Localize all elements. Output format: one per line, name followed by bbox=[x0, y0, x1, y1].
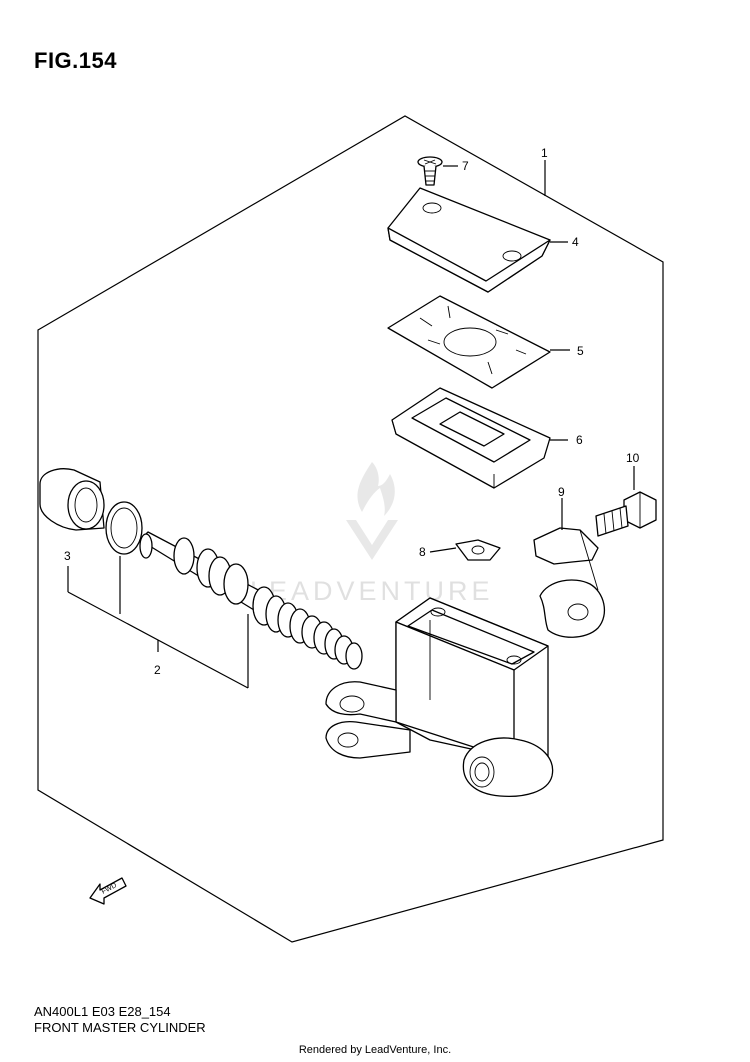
callout-4: 4 bbox=[572, 235, 579, 249]
model-code: AN400L1 E03 E28_154 bbox=[34, 1004, 171, 1019]
diaphragm-plate-5 bbox=[387, 295, 551, 389]
footer-credit: Rendered by LeadVenture, Inc. bbox=[298, 1044, 452, 1056]
dust-boot-3 bbox=[39, 468, 105, 531]
callout-7: 7 bbox=[462, 159, 469, 173]
leadventure-watermark: LEADVENTURE bbox=[250, 462, 494, 606]
callout-6: 6 bbox=[576, 433, 583, 447]
watermark-text: LEADVENTURE bbox=[250, 576, 494, 606]
master-cylinder-body bbox=[325, 597, 554, 798]
callout-8: 8 bbox=[419, 545, 426, 559]
kit-boundary bbox=[37, 115, 664, 943]
callout-9: 9 bbox=[558, 485, 565, 499]
bolt-10 bbox=[595, 491, 657, 537]
callout-3: 3 bbox=[64, 549, 71, 563]
part-2-bracket bbox=[67, 556, 249, 689]
diaphragm-6 bbox=[391, 387, 551, 489]
diagram-caption: FRONT MASTER CYLINDER bbox=[34, 1020, 206, 1035]
callout-2: 2 bbox=[154, 663, 161, 677]
figure-title: FIG.154 bbox=[34, 48, 117, 73]
fwd-arrow-icon: FWD bbox=[89, 877, 127, 905]
callout-5: 5 bbox=[577, 344, 584, 358]
leader-lines bbox=[429, 160, 635, 553]
piston-assembly-2 bbox=[139, 531, 363, 670]
screw-7 bbox=[417, 156, 443, 186]
circlip bbox=[105, 501, 143, 555]
reservoir-cap-4 bbox=[387, 187, 551, 293]
nut-8 bbox=[455, 539, 501, 561]
callout-1: 1 bbox=[541, 146, 548, 160]
callout-10: 10 bbox=[626, 451, 640, 465]
clamp-bracket-9 bbox=[533, 527, 606, 638]
